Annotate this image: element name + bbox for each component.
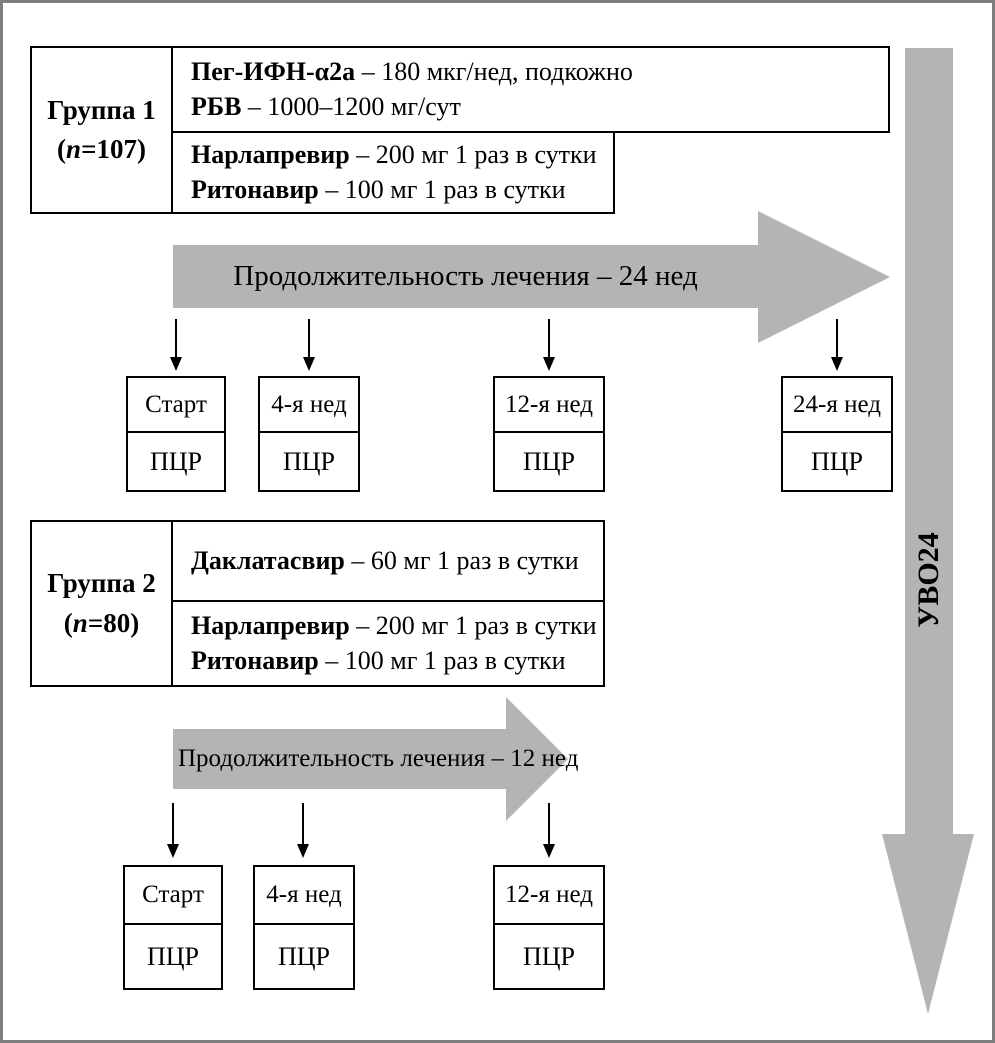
regimen-line: Ритонавир – 100 мг 1 раз в сутки bbox=[191, 644, 603, 678]
drug-name: Нарлапревир bbox=[191, 140, 350, 170]
group1-duration-arrow bbox=[173, 245, 758, 308]
drug-dose: – 200 мг 1 раз в сутки bbox=[349, 611, 597, 641]
down-arrow-icon bbox=[830, 319, 844, 371]
group1-label-box: Группа 1 (n=107) bbox=[30, 46, 173, 214]
drug-dose: – 200 мг 1 раз в сутки bbox=[349, 140, 597, 170]
group1-regimen-top-box: Пег-ИФН-α2a – 180 мкг/нед, подкожно РБВ … bbox=[171, 46, 890, 133]
group2-name: Группа 2 bbox=[47, 568, 156, 599]
svr24-arrow-head-icon bbox=[882, 834, 974, 1014]
group1-name: Группа 1 bbox=[47, 94, 156, 125]
group1-regimen-bottom-box: Нарлапревир – 200 мг 1 раз в сутки Ритон… bbox=[171, 131, 615, 214]
group2-duration-arrow bbox=[173, 729, 506, 789]
down-arrow-icon bbox=[296, 803, 310, 858]
checkpoint-box: Старт ПЦР bbox=[126, 376, 226, 492]
group2-regimen-top-box: Даклатасвир – 60 мг 1 раз в сутки bbox=[171, 520, 605, 602]
checkpoint-time: Старт bbox=[125, 867, 221, 925]
group2-label-box: Группа 2 (n=80) bbox=[30, 520, 173, 687]
group2-duration-arrow-head-icon bbox=[506, 697, 568, 821]
checkpoint-test: ПЦР bbox=[149, 446, 202, 476]
group2-duration-label: Продолжительность лечения – 12 нед bbox=[178, 745, 579, 772]
checkpoint-test: ПЦР bbox=[146, 941, 199, 971]
drug-name: Пег-ИФН-α2a bbox=[191, 57, 356, 87]
regimen-line: Даклатасвир – 60 мг 1 раз в сутки bbox=[191, 544, 603, 578]
group1-duration-arrow-head-icon bbox=[758, 211, 890, 343]
svr24-label: УВО24 bbox=[912, 532, 945, 628]
regimen-line: Нарлапревир – 200 мг 1 раз в сутки bbox=[191, 138, 613, 172]
checkpoint-test: ПЦР bbox=[810, 446, 863, 476]
drug-name: РБВ bbox=[191, 91, 242, 121]
regimen-line: РБВ – 1000–1200 мг/сут bbox=[191, 90, 888, 124]
checkpoint-box: 4-я нед ПЦР bbox=[258, 376, 360, 492]
group1-n: (n=107) bbox=[57, 134, 146, 164]
drug-dose: – 1000–1200 мг/сут bbox=[241, 91, 461, 121]
checkpoint-time: 24-я нед bbox=[783, 378, 891, 433]
down-arrow-icon bbox=[302, 319, 316, 371]
checkpoint-box: 24-я нед ПЦР bbox=[781, 376, 893, 492]
checkpoint-test: ПЦР bbox=[277, 941, 330, 971]
checkpoint-test: ПЦР bbox=[282, 446, 335, 476]
group2-n: (n=80) bbox=[63, 607, 140, 638]
checkpoint-time: 4-я нед bbox=[260, 378, 358, 433]
checkpoint-time: 12-я нед bbox=[495, 378, 603, 433]
drug-name: Даклатасвир bbox=[191, 545, 345, 575]
checkpoint-box: 12-я нед ПЦР bbox=[493, 376, 605, 492]
drug-dose: – 180 мкг/нед, подкожно bbox=[355, 57, 633, 87]
down-arrow-icon bbox=[542, 803, 556, 858]
checkpoint-time: 4-я нед bbox=[255, 867, 353, 925]
svr24-arrow bbox=[905, 48, 953, 834]
checkpoint-box: Старт ПЦР bbox=[123, 865, 223, 990]
down-arrow-icon bbox=[169, 319, 183, 371]
drug-dose: – 100 мг 1 раз в сутки bbox=[318, 645, 566, 675]
drug-dose: – 100 мг 1 раз в сутки bbox=[318, 174, 566, 204]
group1-duration-label: Продолжительность лечения – 24 нед bbox=[233, 260, 698, 292]
checkpoint-time: 12-я нед bbox=[495, 867, 603, 925]
checkpoint-box: 4-я нед ПЦР bbox=[253, 865, 355, 990]
group2-regimen-bottom-box: Нарлапревир – 200 мг 1 раз в сутки Ритон… bbox=[171, 600, 605, 687]
down-arrow-icon bbox=[166, 803, 180, 858]
checkpoint-time: Старт bbox=[128, 378, 224, 433]
drug-name: Ритонавир bbox=[191, 174, 319, 204]
checkpoint-box: 12-я нед ПЦР bbox=[493, 865, 605, 990]
group2-n-symbol: n bbox=[72, 607, 88, 638]
group1-n-symbol: n bbox=[66, 134, 82, 164]
checkpoint-test: ПЦР bbox=[522, 941, 575, 971]
regimen-line: Нарлапревир – 200 мг 1 раз в сутки bbox=[191, 609, 603, 643]
down-arrow-icon bbox=[542, 319, 556, 371]
regimen-line: Ритонавир – 100 мг 1 раз в сутки bbox=[191, 173, 613, 207]
regimen-line: Пег-ИФН-α2a – 180 мкг/нед, подкожно bbox=[191, 55, 888, 89]
drug-name: Ритонавир bbox=[191, 645, 319, 675]
drug-name: Нарлапревир bbox=[191, 611, 350, 641]
drug-dose: – 60 мг 1 раз в сутки bbox=[344, 545, 579, 575]
checkpoint-test: ПЦР bbox=[522, 446, 575, 476]
